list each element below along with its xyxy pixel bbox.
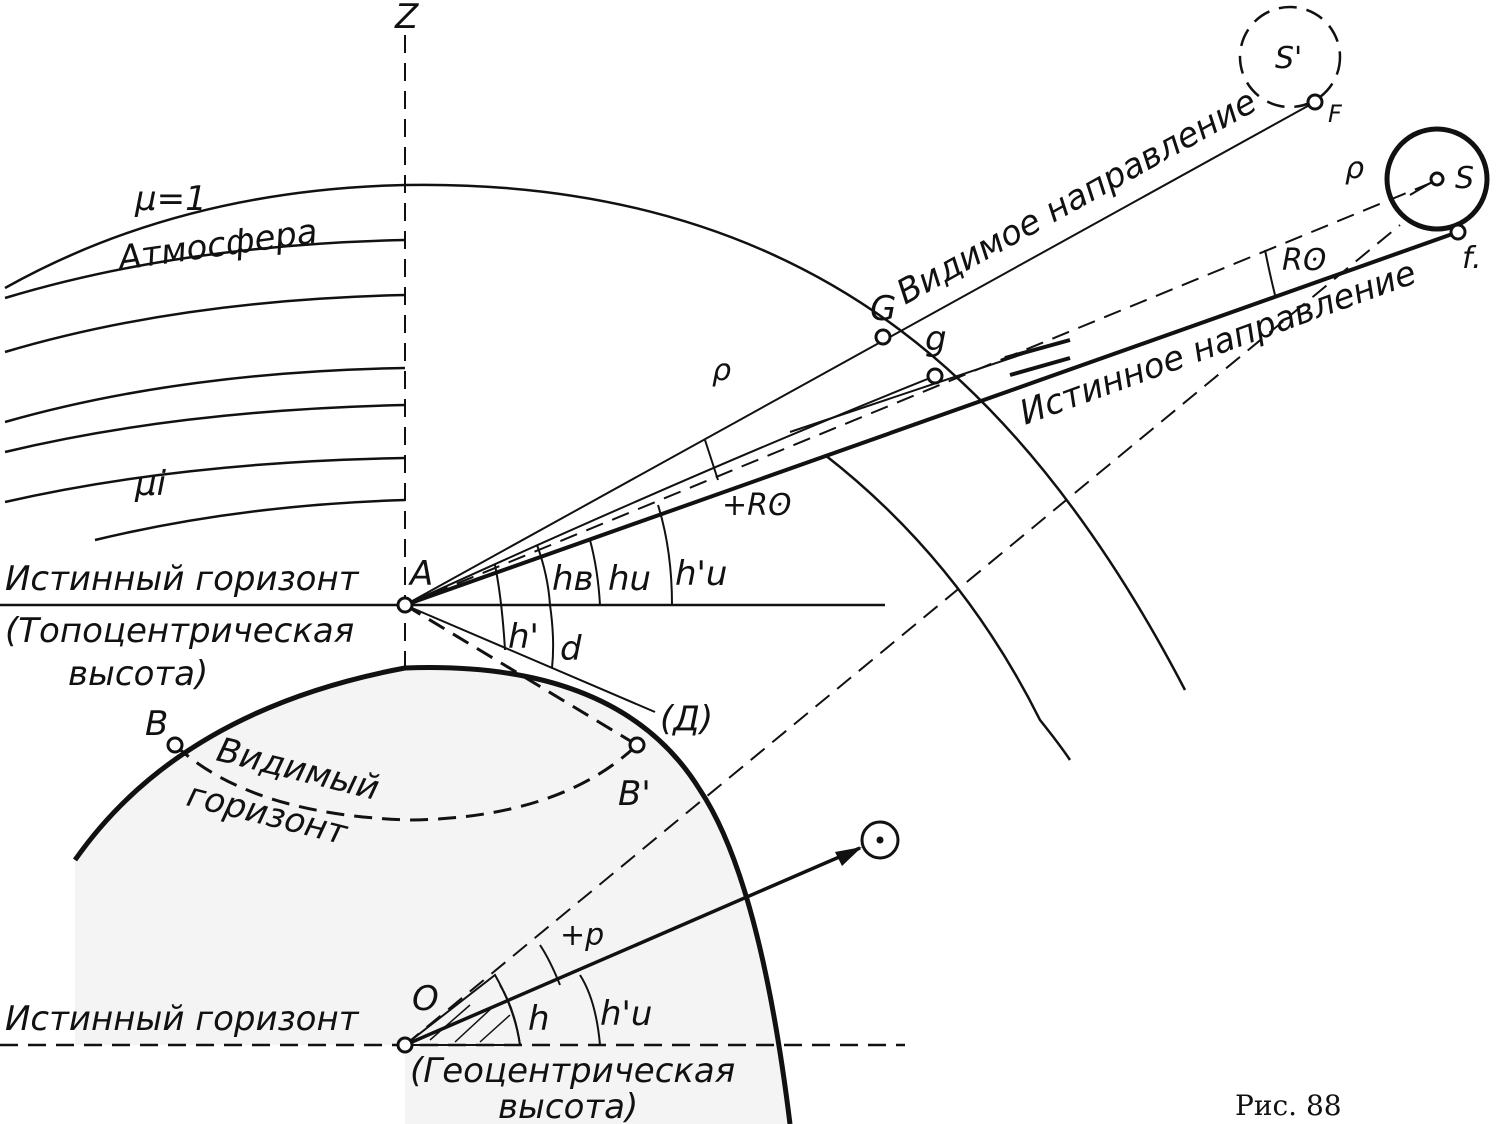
middle-arc xyxy=(824,454,1072,761)
atmosphere-layer-3 xyxy=(4,366,406,424)
angle-arc-p xyxy=(539,944,561,986)
point-f-upper-marker xyxy=(1306,93,1324,111)
z-axis-label: Z xyxy=(394,0,419,37)
star-s-prime-label: S' xyxy=(1275,41,1302,76)
angle-arc-h-prime xyxy=(494,564,506,651)
rho-top-label: ρ xyxy=(1345,151,1364,186)
r-sun-top-label: Rʘ xyxy=(1282,243,1326,278)
figure-caption: Рис. 88 xyxy=(1235,1089,1342,1122)
point-f-lower-label: f. xyxy=(1462,241,1482,276)
atmosphere-layer-2 xyxy=(4,293,406,354)
atmosphere-layer-5 xyxy=(4,456,406,504)
mu-i-label: μi xyxy=(134,464,167,504)
geocentric-dashed-ray xyxy=(404,224,1401,1046)
rho-indicator xyxy=(704,439,719,481)
refracted-ray xyxy=(404,375,936,606)
h-u-label: hu xyxy=(608,559,651,599)
sun-center-point xyxy=(1429,171,1445,187)
sun-symbol-dot xyxy=(876,836,884,844)
topocentric-label-line1: (Топоцентрическая xyxy=(5,611,354,651)
hatch-2 xyxy=(454,1004,496,1043)
h-u-prime-bottom-label: h'u xyxy=(600,994,652,1034)
geocentric-label-line2: высота) xyxy=(498,1087,638,1124)
point-b-prime-marker xyxy=(628,736,646,754)
point-g-upper-marker xyxy=(874,328,892,346)
atmosphere-label: Атмосфера xyxy=(114,211,320,279)
point-a-label: A xyxy=(408,554,433,594)
incoming-arrow-2 xyxy=(1009,356,1071,377)
angle-arc-hu xyxy=(589,539,601,606)
h-u-prime-label: h'u xyxy=(675,554,727,594)
hatch-3 xyxy=(479,1014,511,1043)
earth-surface xyxy=(75,667,790,1124)
visible-direction-label: Видимое направление xyxy=(890,82,1263,313)
dip-line xyxy=(404,604,656,713)
point-f-lower-marker xyxy=(1449,223,1467,241)
point-b-prime-label: B' xyxy=(618,774,651,814)
mu-one-label: μ=1 xyxy=(134,179,207,219)
angle-arc-hb xyxy=(536,544,551,606)
atmosphere-layer-1 xyxy=(4,238,406,300)
point-o-label: O xyxy=(412,979,439,1019)
apparent-sun-disk xyxy=(1238,5,1342,109)
apparent-direction-line xyxy=(404,101,1316,606)
visible-horizon-ellipse xyxy=(173,743,639,822)
h-prime-label: h' xyxy=(508,617,539,657)
true-horizon-bottom-label: Истинный горизонт xyxy=(5,999,360,1039)
point-f-upper-label: F xyxy=(1328,100,1343,128)
geocentric-label-line1: (Геоцентрическая xyxy=(410,1051,735,1091)
point-b-marker xyxy=(166,736,184,754)
rho-mid-label: ρ xyxy=(712,353,731,388)
r-sun-mid-label: +Rʘ xyxy=(722,488,792,523)
point-b-label: B xyxy=(145,704,168,744)
true-direction-label: Истинное направление xyxy=(1014,253,1421,434)
d-label: d xyxy=(560,629,582,669)
plus-p-label: +p xyxy=(560,918,604,953)
point-o-marker xyxy=(396,1036,414,1054)
incoming-arrow-1 xyxy=(1004,338,1071,360)
true-horizon-top-label: Истинный горизонт xyxy=(5,559,360,599)
point-g-upper-label: G xyxy=(870,289,896,329)
atmosphere-boundary-arc xyxy=(4,183,1187,691)
angle-arc-d xyxy=(549,604,555,669)
atmosphere-layer-4 xyxy=(4,403,406,454)
point-a-marker xyxy=(396,596,414,614)
sun-disk xyxy=(1384,126,1490,232)
point-d-label: (Д) xyxy=(660,699,713,739)
sun-ray-arrowhead xyxy=(835,847,862,866)
angle-arc-h-bottom xyxy=(499,984,521,1046)
hatch-1 xyxy=(429,1004,471,1041)
point-g-lower-label: g xyxy=(925,319,947,359)
h-plain-label: h xyxy=(528,999,550,1039)
point-g-lower-marker xyxy=(926,367,944,385)
true-direction-line xyxy=(404,230,1459,607)
angle-arc-hu-prime-bottom xyxy=(579,974,601,1046)
earth-limb xyxy=(72,665,793,1124)
r-sun-indicator xyxy=(1264,249,1276,296)
atmosphere-layer-6 xyxy=(94,498,406,542)
sun-symbol-circle xyxy=(860,820,900,860)
angle-arc-hu-prime xyxy=(657,504,673,606)
star-s-label: S xyxy=(1455,161,1474,196)
dip-tangent xyxy=(404,603,638,747)
topocentric-label-line2: высота) xyxy=(68,654,208,694)
h-b-label: hв xyxy=(552,559,594,599)
geocentric-sun-ray xyxy=(404,846,861,1047)
